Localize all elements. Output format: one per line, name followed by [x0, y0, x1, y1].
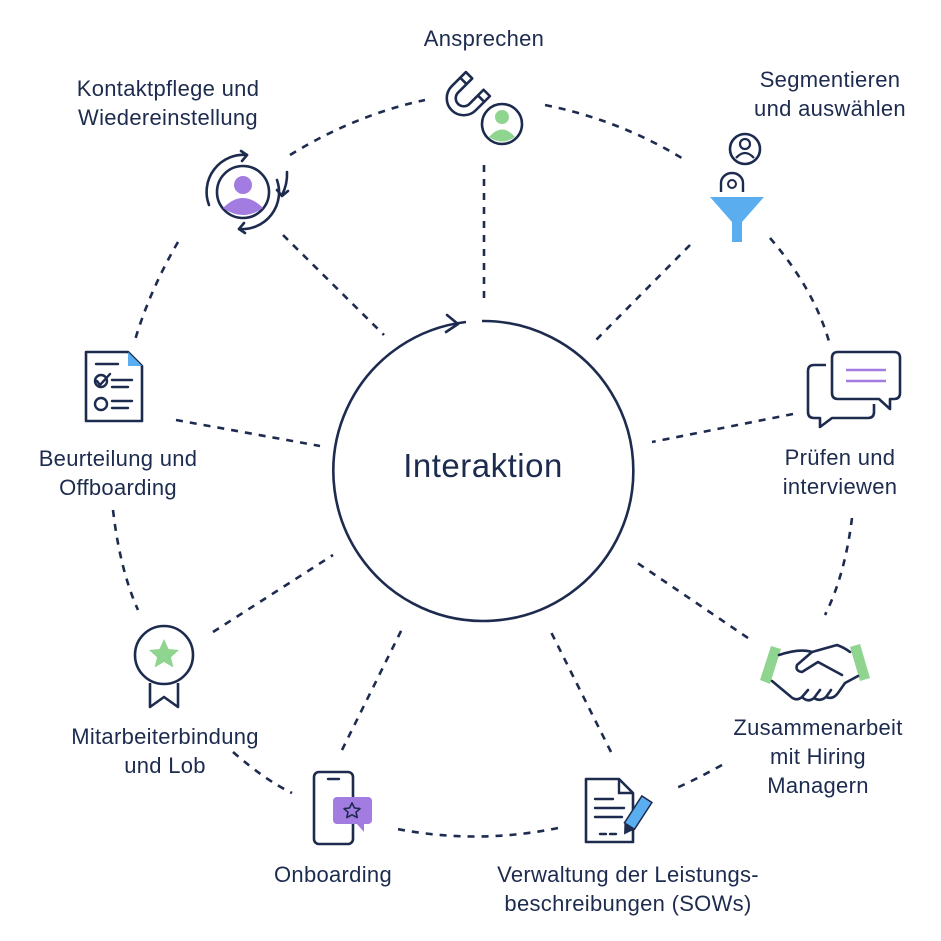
center-title: Interaktion [403, 447, 563, 484]
spoke-connector [212, 553, 334, 634]
stage-label-ansprechen: Ansprechen [384, 24, 584, 53]
spoke-connector [175, 418, 321, 448]
checklist-document-icon [84, 350, 144, 423]
stage-label-kontaktpflege: Kontaktpflege und Wiedereinstellung [38, 74, 298, 132]
ring-connector [111, 509, 140, 611]
stage-label-onboarding: Onboarding [248, 860, 418, 889]
stage-label-line: Managern [767, 773, 869, 798]
stage-label-verwaltung: Verwaltung der Leistungs- beschreibungen… [455, 860, 801, 918]
cycle-user-icon [205, 149, 290, 235]
award-badge-icon [133, 624, 195, 709]
stage-label-line: Prüfen und [784, 445, 896, 470]
stage-label-line: beschreibungen (SOWs) [504, 891, 752, 916]
stage-label-line: und auswählen [754, 96, 906, 121]
ring-connector [289, 98, 426, 157]
spoke-connector [651, 412, 794, 444]
ring-connector [671, 763, 723, 792]
stage-label-line: Segmentieren [759, 67, 901, 92]
stage-label-zusammenarbeit: Zusammenarbeit mit Hiring Managern [700, 713, 936, 800]
spoke-connector [595, 244, 691, 341]
spoke-connector [548, 629, 613, 753]
stage-label-line: Offboarding [59, 475, 177, 500]
stage-label-line: Zusammenarbeit [733, 715, 903, 740]
stage-label-line: Ansprechen [423, 26, 545, 51]
stage-label-beurteilung: Beurteilung und Offboarding [8, 444, 228, 502]
stage-label-line: Onboarding [274, 862, 392, 887]
stage-label-line: Mitarbeiterbindung [71, 724, 259, 749]
phone-star-icon [312, 770, 372, 846]
stage-label-line: interviewen [782, 474, 898, 499]
stage-label-segmentieren: Segmentieren und auswählen [720, 65, 940, 123]
ring-connector [391, 826, 559, 838]
cycle-arrowhead-icon [444, 313, 460, 334]
stage-label-line: Beurteilung und [38, 446, 198, 471]
spoke-connector [282, 234, 385, 336]
chat-bubbles-icon [806, 350, 902, 429]
center-cycle [332, 313, 635, 623]
stage-label-line: und Lob [124, 753, 206, 778]
ring-connector [133, 241, 180, 341]
ring-connector [823, 517, 854, 616]
ring-connector [769, 237, 832, 346]
magnet-user-icon [445, 70, 524, 146]
funnel-users-icon [710, 132, 764, 242]
stage-label-line: Kontaktpflege und [76, 76, 260, 101]
ring-connector [544, 103, 686, 162]
stage-label-line: Verwaltung der Leistungs- [497, 862, 759, 887]
stage-label-line: mit Hiring [770, 744, 866, 769]
stage-label-line: Wiedereinstellung [78, 105, 258, 130]
stage-label-mitarbeiterbindung: Mitarbeiterbindung und Lob [35, 722, 295, 780]
center-circle [332, 319, 635, 623]
document-pen-icon [584, 777, 653, 844]
stage-label-pruefen: Prüfen und interviewen [740, 443, 940, 501]
handshake-icon [760, 643, 870, 702]
spoke-connector [340, 624, 406, 751]
spoke-connector [632, 558, 749, 640]
